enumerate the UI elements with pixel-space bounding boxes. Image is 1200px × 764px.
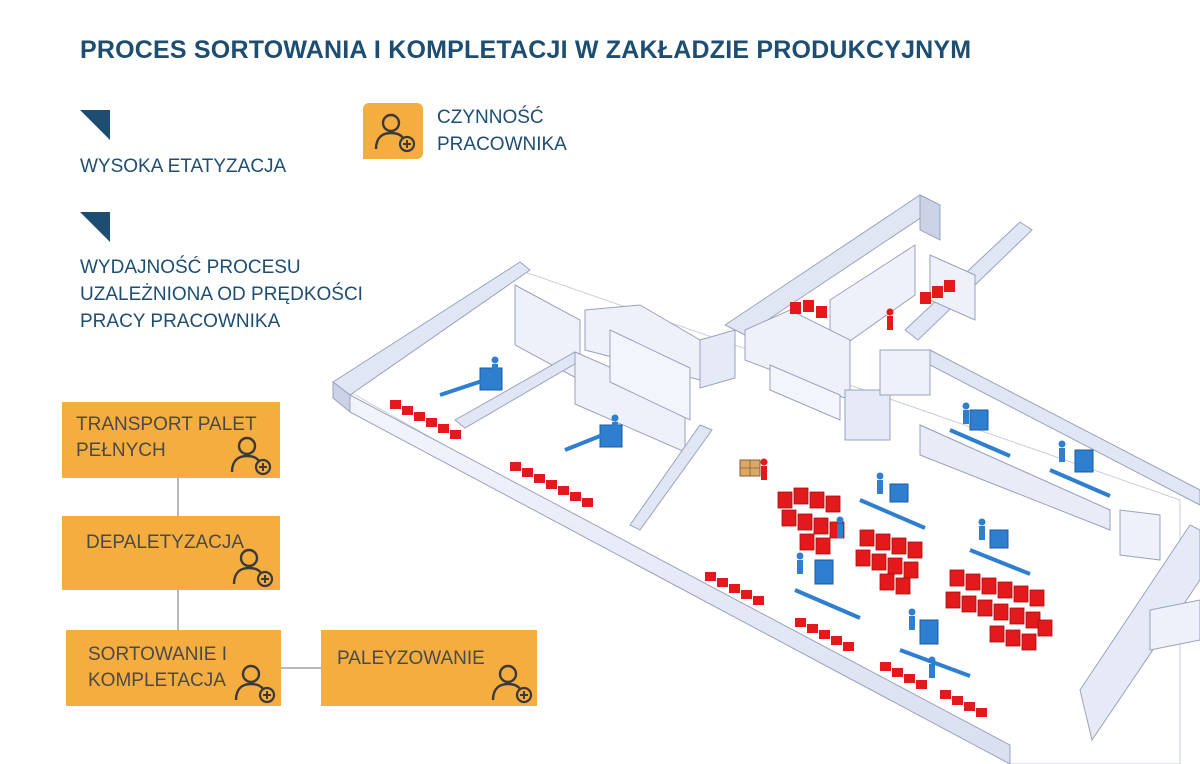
step-label-line: TRANSPORT PALET — [76, 414, 257, 435]
pallet-boxes — [739, 459, 761, 477]
legend-efficiency-line: UZALEŻNIONA OD PRĘDKOŚCI — [80, 284, 363, 305]
wall — [929, 349, 1200, 506]
workers-red — [760, 308, 894, 480]
wall — [744, 309, 851, 401]
triangle-marker-icon — [80, 110, 110, 140]
step-transport-pallets: TRANSPORT PALET PEŁNYCH — [62, 402, 280, 478]
legend-efficiency: WYDAJNOŚĆ PROCESU UZALEŻNIONA OD PRĘDKOŚ… — [80, 254, 363, 335]
connector-line — [281, 667, 321, 669]
wall — [844, 389, 891, 441]
factory-floor-illustration — [332, 194, 1200, 764]
legend-efficiency-line: WYDAJNOŚĆ PROCESU — [80, 257, 301, 278]
worker-plus-icon — [234, 664, 276, 704]
step-depalletizing: DEPALETYZACJA — [62, 516, 280, 590]
legend-efficiency-line: PRACY PRACOWNIKA — [80, 311, 281, 332]
page-title: PROCES SORTOWANIA I KOMPLETACJI W ZAKŁAD… — [80, 36, 972, 64]
step-label: SORTOWANIE I KOMPLETACJA — [88, 642, 227, 694]
connector-line — [177, 478, 179, 516]
wall — [349, 394, 1011, 764]
step-label-line: SORTOWANIE I — [88, 644, 228, 665]
wall — [879, 349, 931, 396]
wall — [1079, 524, 1200, 742]
wall — [699, 329, 736, 389]
step-label: DEPALETYZACJA — [86, 532, 245, 553]
worker-plus-icon — [230, 436, 272, 476]
legend-worker-line: PRACOWNIKA — [437, 134, 567, 155]
legend-high-staffing: WYSOKA ETATYZACJA — [80, 156, 287, 177]
worker-plus-icon — [491, 664, 533, 704]
red-bins-row — [390, 280, 987, 717]
triangle-marker-icon — [80, 212, 110, 242]
worker-plus-icon — [374, 113, 416, 153]
step-label-line: KOMPLETACJA — [88, 670, 226, 691]
connector-line — [177, 590, 179, 630]
worker-legend-box — [363, 103, 423, 159]
wall — [919, 424, 1111, 531]
legend-worker-activity: CZYNNOŚĆ PRACOWNIKA — [437, 104, 567, 158]
wall — [1119, 509, 1161, 561]
step-label-line: PEŁNYCH — [76, 440, 166, 461]
worker-plus-icon — [232, 548, 274, 588]
wall — [629, 424, 713, 531]
wall — [919, 194, 941, 241]
wall — [1149, 599, 1200, 651]
step-label: PALEYZOWANIE — [337, 648, 485, 669]
wall — [609, 329, 691, 421]
legend-worker-line: CZYNNOŚĆ — [437, 107, 544, 128]
wall — [769, 364, 841, 421]
step-palletizing: PALEYZOWANIE — [321, 630, 537, 706]
step-label: TRANSPORT PALET PEŁNYCH — [76, 412, 257, 464]
step-sorting-picking: SORTOWANIE I KOMPLETACJA — [66, 630, 281, 706]
workers — [491, 356, 1066, 678]
